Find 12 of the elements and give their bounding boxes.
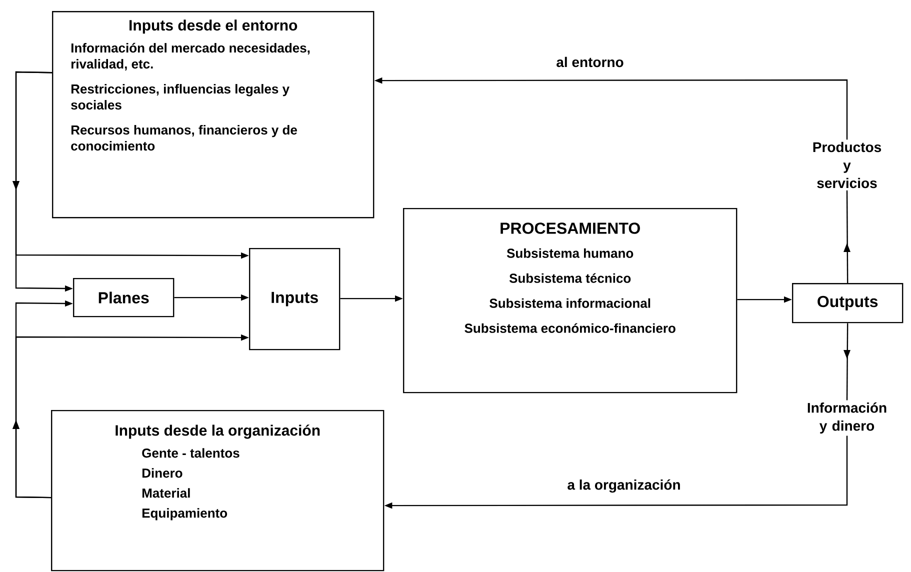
edge-label: a la organización	[565, 477, 683, 495]
arrow	[844, 323, 850, 400]
edge-label: al entorno	[554, 54, 626, 70]
process-box: PROCESAMIENTO Subsistema humano Subsistema técnico Subsistema informacional Subsistema económico-financiero	[403, 208, 738, 394]
flow-label: Información y dinero	[795, 400, 899, 436]
arrow	[844, 190, 850, 283]
process-box: Planes	[73, 278, 174, 318]
process-box: Outputs	[792, 282, 904, 324]
input-box: Inputs desde el entorno Información del mercado necesidades, rivalidad, etc. Restricciones, influencias legales y sociales Recursos humanos, financieros y de conocimiento	[52, 11, 374, 218]
process-box: Inputs	[249, 248, 340, 350]
input-box: Inputs desde la organización Gente - talentos Dinero Material Equipamiento	[51, 410, 384, 572]
flow-label: Productos y servicios	[810, 140, 884, 190]
